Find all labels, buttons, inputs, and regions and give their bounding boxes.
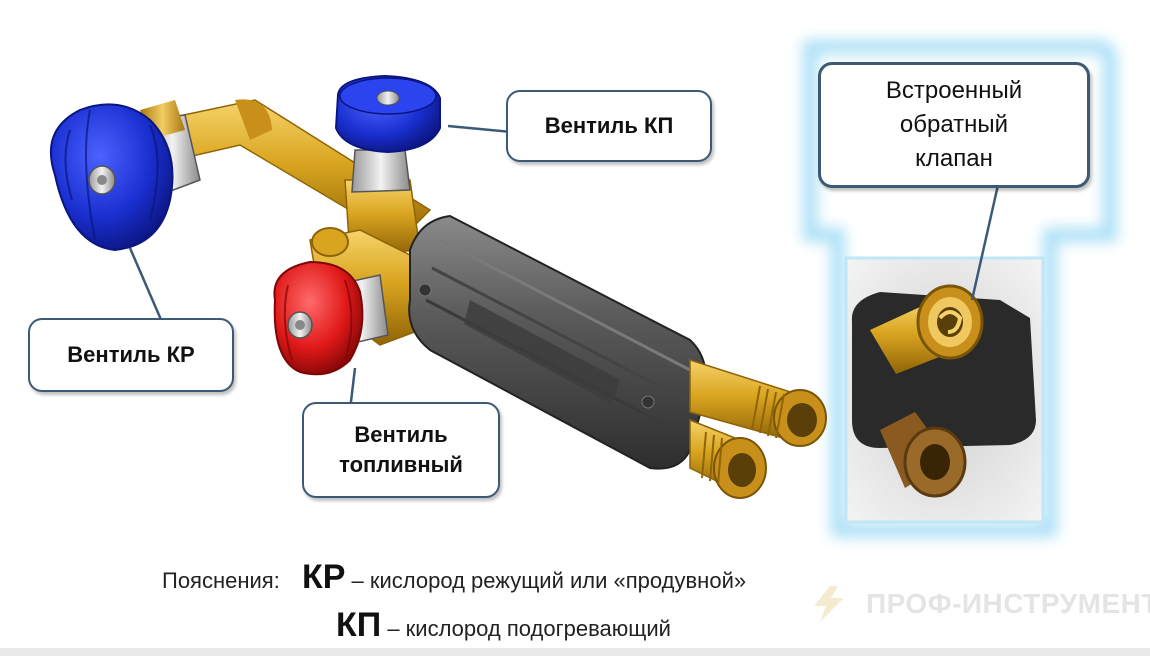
check-valve-inset [803, 40, 1117, 537]
watermark: ПРОФ-ИНСТРУМЕНТ [800, 584, 1150, 624]
lightning-icon [814, 586, 844, 622]
valve-kr [49, 100, 201, 252]
check-valve-fitting [870, 284, 984, 374]
callout-valve-fuel-line1: Вентиль [354, 422, 448, 447]
bottom-bar [0, 648, 1150, 656]
inset-lower-fitting [880, 412, 967, 498]
torch-handle [408, 214, 708, 470]
torch-model [49, 74, 827, 499]
callout-valve-kp-label: Вентиль КП [544, 113, 674, 138]
callout-check-valve: Встроенный обратный клапан [818, 62, 1090, 188]
callout-pointers [128, 124, 1000, 411]
valve-kp [334, 74, 441, 193]
callout-check-valve-line3: клапан [915, 145, 993, 172]
legend-key-kr: КР [301, 558, 346, 596]
callout-check-valve-line2: обратный [899, 111, 1009, 138]
legend-text-kp: – кислород подогревающий [387, 616, 671, 641]
legend-text-kr: – кислород режущий или «продувной» [351, 568, 747, 593]
legend-key-kp: КП [336, 606, 382, 644]
watermark-text: ПРОФ-ИНСТРУМЕНТ [866, 588, 1150, 619]
callout-valve-kp: Вентиль КП [506, 90, 712, 162]
callout-valve-kr-label: Вентиль КР [67, 342, 195, 367]
legend-row-kp: КП – кислород подогревающий [336, 606, 671, 645]
torch-outlets [689, 358, 827, 499]
callout-valve-fuel: Вентиль топливный [302, 402, 500, 498]
callout-valve-kr: Вентиль КР [28, 318, 234, 392]
legend-row-kr: Пояснения: КР – кислород режущий или «пр… [162, 558, 746, 597]
valve-fuel [273, 260, 389, 376]
callout-valve-fuel-line2: топливный [339, 452, 463, 477]
legend-label: Пояснения: [162, 568, 280, 593]
callout-check-valve-line1: Встроенный [885, 77, 1023, 104]
